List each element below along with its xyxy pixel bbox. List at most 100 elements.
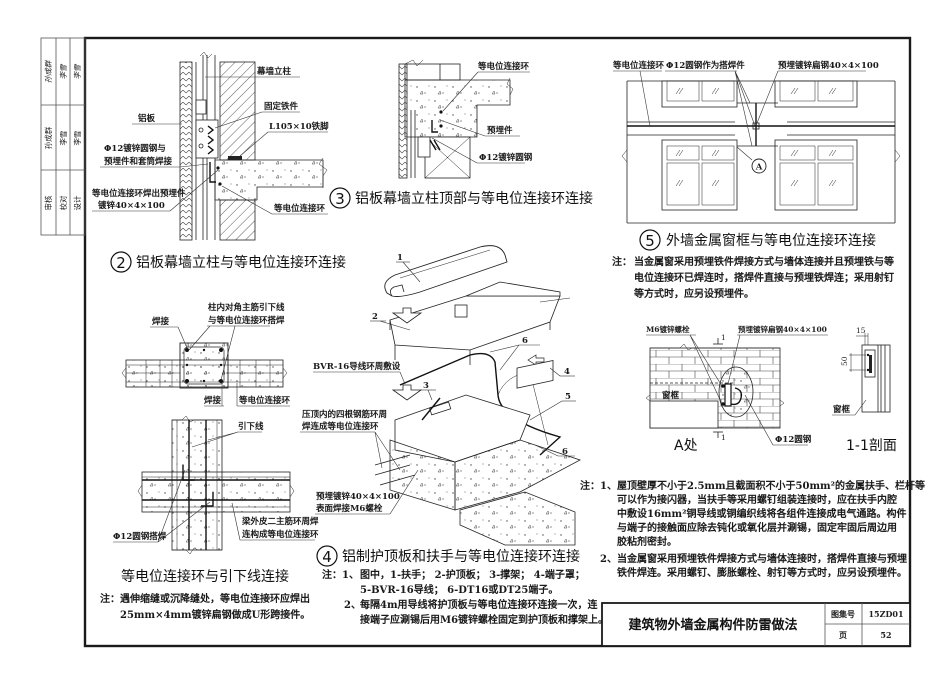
border [83, 36, 912, 648]
detail-5-heading: 外墙金属窗框与等电位连接环连接 [666, 232, 876, 249]
note-line: 中敷设16mm²铜导线或铜编织线将各组件连接成电气通路。构件 [617, 507, 906, 520]
detail-2-number: 2 [116, 254, 126, 272]
note-marker: 注：1、 [322, 568, 359, 581]
wall-lower [219, 199, 256, 241]
label-round-steel-1: Φ12镀锌圆钢与 [104, 143, 166, 154]
label-diag-bar-2: 与等电位连接环搭焊 [208, 315, 285, 326]
note-line: 图中，1-扶手； 2-护顶板； 3-撑架； 4-端子罩； [360, 568, 585, 581]
label-round-steel: Φ12镀锌圆钢 [479, 152, 533, 163]
detail-5-title: 5 外墙金属窗框与等电位连接环连接 [639, 229, 876, 251]
note-line: 屋顶壁厚不小于2.5mm且截面积不小于50mm²的金属扶手、栏杆等 [617, 479, 925, 492]
window-lower-left [661, 139, 738, 211]
note-line: 接端子应涮锡后用M6镀锌螺栓固定到护顶板和撑架上。 [360, 613, 608, 626]
signature-1: 孙成群 [44, 59, 53, 83]
detail-3-drawing: 等电位连接环 预埋件 Φ12镀锌圆钢 [398, 59, 533, 179]
label-beam-bar-1: 梁外皮二主筋环周焊 [241, 516, 319, 527]
title-block: 建筑物外墙金属构件防雷做法 图集号 15ZD01 页 52 [601, 602, 911, 647]
label-embed-1: 预埋镀锌40×4×100 [316, 491, 400, 502]
connector-box [195, 99, 207, 115]
label-aluminum-panel: 铝板 [138, 113, 156, 124]
detail-a-title: A处 [674, 438, 698, 454]
detail-4-heading: 铝制护顶板和扶手与等电位连接环连接 [342, 548, 580, 565]
label-ring-embed-1: 等电位连接环焊出预埋件 [91, 188, 186, 199]
role-label-2: 校对 [58, 195, 68, 210]
section-mark-top: 1 [721, 333, 726, 342]
part-6-label-top: 6 [522, 336, 528, 346]
window-upper-left [661, 80, 738, 108]
window-frame [649, 400, 719, 429]
note-line: 当金属窗采用预埋铁件焊接方式与墙体连接并且预埋铁与等 [634, 255, 894, 268]
label-embedded-flat-steel: 预埋镀锌扁钢40×4×100 [738, 324, 827, 334]
page-number: 52 [880, 630, 891, 640]
detail-5-drawing: A 等电位连接环 Φ12圆钢作为搭焊件 预埋镀锌扁钢40×4×100 [612, 60, 901, 224]
note-line: 胶粘剂密封。 [617, 535, 677, 548]
section-1-1-drawing: 15 50 窗框 1-1剖面 [832, 326, 897, 454]
detail-5-number: 5 [645, 232, 655, 250]
coping-plate [389, 295, 561, 351]
detail-number-circle [110, 251, 132, 273]
terminal-cover [516, 359, 554, 389]
detail-a-drawing: 1 1 M6镀锌螺栓 预埋镀锌扁钢40×4×100 窗框 Φ12圆钢 A处 [645, 324, 828, 454]
label-window-frame: 窗框 [833, 404, 851, 415]
part-2-label: 2 [372, 312, 378, 322]
downconductor-title: 等电位连接环与引下线连接 注： 遇伸缩缝或沉降缝处，等电位连接环应焊出 25mm… [100, 568, 310, 621]
atlas-number: 15ZD01 [868, 609, 903, 619]
sheet-frame [83, 36, 912, 648]
detail-3-number: 3 [335, 190, 345, 208]
role-label-1: 审核 [43, 195, 53, 210]
note-line: 铁件焊连。采用螺钉、膨胀螺栓、射钉等方式时，应另设预埋件。 [617, 566, 907, 579]
label-bonding-ring: 等电位连接环 [273, 203, 326, 214]
atlas-number-label: 图集号 [831, 609, 855, 619]
section-1-1-title: 1-1剖面 [846, 438, 897, 454]
note-prefix: 注： [612, 255, 632, 268]
label-embedded-flat-steel: 预埋镀锌扁钢40×4×100 [778, 60, 879, 71]
frame-profile [861, 344, 891, 413]
label-weld-top: 焊接 [152, 316, 170, 327]
label-round-steel-2: 预埋件和套筒焊接 [104, 156, 173, 167]
note-marker: 1、 [600, 481, 617, 492]
approver-name-1: 孙成群 [43, 126, 53, 149]
detail-2-drawing: 幕墙立柱 铝板 固定铁件 L105×10铁脚 Φ12镀锌圆钢与 预埋件和套筒焊接… [91, 51, 329, 241]
note-prefix: 注： [100, 592, 120, 605]
note-line: 每隔4m用导线将护顶板与等电位连接环连接一次，连 [360, 598, 599, 611]
label-coping-1: 压顶内的四根钢筋环周 [302, 409, 387, 420]
label-fixing-iron: 固定铁件 [264, 101, 299, 112]
note-line: 当金属窗采用预埋铁件焊接方式与墙体连接时，搭焊件直接与预埋 [617, 552, 907, 565]
window-upper-right [774, 80, 858, 108]
window-lower-right [774, 139, 858, 211]
note-line: 电位连接环已焊连时，搭焊件直接与预埋铁焊连；采用射钉 [634, 271, 894, 284]
column-elevation [171, 419, 223, 551]
detail-3-title: 3 铝板幕墙立柱顶部与等电位连接环连接 [329, 187, 593, 209]
note-line: 5-BVR-16导线； 6-DT16或DT25端子。 [360, 583, 558, 596]
detail-number-circle [329, 187, 351, 209]
label-conductor: BVR-16导线环周敷设 [313, 361, 401, 372]
downconductor-drawing: 引下线 Φ12圆钢搭焊 梁外皮二主筋环周焊 连构成等电位连接环 [113, 415, 319, 555]
label-weld-bottom: 焊接 [204, 395, 222, 406]
page-label: 页 [839, 630, 847, 640]
label-embed-2: 表面焊接M6螺栓 [315, 503, 383, 514]
signature-3: 李雪 [73, 63, 82, 79]
callout-a-label: A [755, 163, 763, 173]
angle-foot [228, 156, 242, 160]
label-beam-bar-2: 连构成等电位连接环 [242, 529, 319, 540]
signature-2: 李雪 [59, 63, 68, 79]
part-4-label: 4 [564, 367, 570, 377]
label-round-steel: Φ12圆钢 [775, 434, 812, 445]
detail-4-number: 4 [322, 548, 332, 566]
aluminum-panel [179, 61, 193, 241]
downconductor-heading: 等电位连接环与引下线连接 [121, 568, 289, 585]
label-diag-bar-1: 柱内对角主筋引下线 [208, 302, 285, 313]
role-label-3: 设计 [72, 195, 82, 210]
detail-4-title: 4 铝制护顶板和扶手与等电位连接环连接 注：1、 图中，1-扶手； 2-护顶板；… [316, 545, 608, 626]
approval-strip: 孙成群 孙成群 审核 李雪 李雪 校对 李雪 李雪 设计 [40, 37, 86, 236]
parapet-wall [404, 63, 461, 81]
part-5-label: 5 [565, 392, 571, 402]
callout-a-circle[interactable] [751, 158, 767, 174]
general-notes: 注： 1、 屋顶壁厚不小于2.5mm且截面积不小于50mm²的金属扶手、栏杆等 … [580, 479, 925, 579]
detail-4-drawing: 1 2 BVR-16导线环周敷设 6 4 3 5 6 压顶内的四根钢筋环周 焊连… [300, 245, 582, 546]
part-3-label: 3 [423, 381, 429, 391]
label-bonding-ring: 等电位连接环 [238, 395, 291, 406]
floor-slab [214, 159, 324, 201]
label-bolt: M6镀锌螺栓 [646, 324, 690, 334]
label-coping-2: 焊连成等电位连接环 [302, 421, 379, 432]
